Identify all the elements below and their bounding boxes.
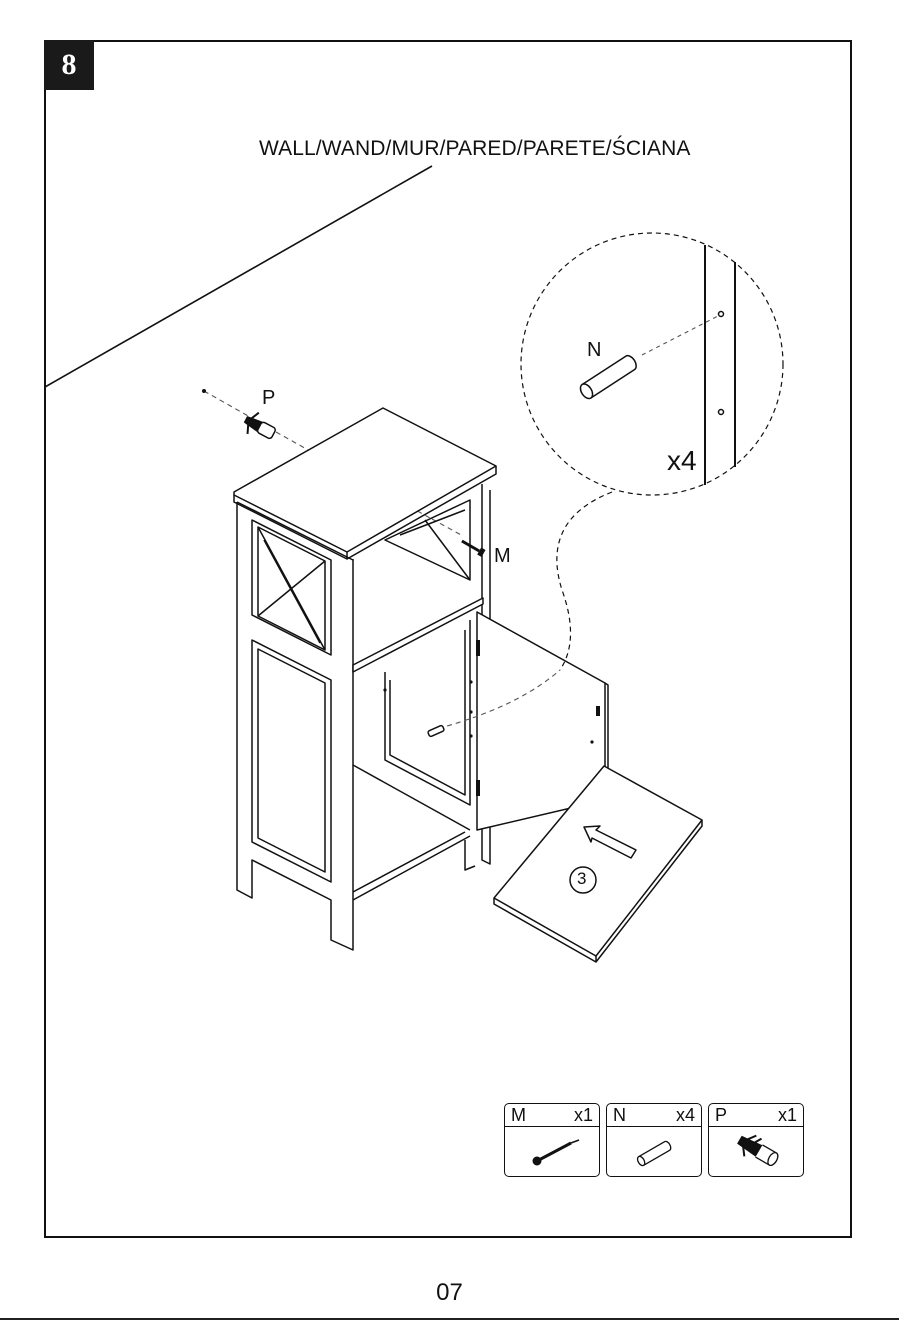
part-qty: x1 bbox=[574, 1104, 593, 1126]
callout-m: M bbox=[494, 545, 511, 568]
part-letter: N bbox=[613, 1104, 626, 1126]
part-letter: M bbox=[511, 1104, 526, 1126]
wall-anchor-icon bbox=[709, 1127, 803, 1177]
cabinet-side bbox=[237, 502, 353, 950]
part-qty: x1 bbox=[778, 1104, 797, 1126]
callout-p: P bbox=[262, 387, 275, 410]
part-letter: P bbox=[715, 1104, 727, 1126]
step-circle-number: 3 bbox=[577, 869, 586, 889]
quantity-x4-label: x4 bbox=[667, 445, 697, 477]
footer-rule bbox=[0, 1318, 899, 1320]
wall-line bbox=[45, 166, 432, 387]
callout-n: N bbox=[587, 339, 601, 362]
dowel-icon bbox=[607, 1127, 701, 1177]
dowel-icon bbox=[427, 725, 444, 737]
detail-zoom-circle bbox=[521, 233, 783, 495]
part-qty: x4 bbox=[676, 1104, 695, 1126]
page-number: 07 bbox=[0, 1279, 899, 1307]
screw-icon bbox=[505, 1127, 599, 1177]
